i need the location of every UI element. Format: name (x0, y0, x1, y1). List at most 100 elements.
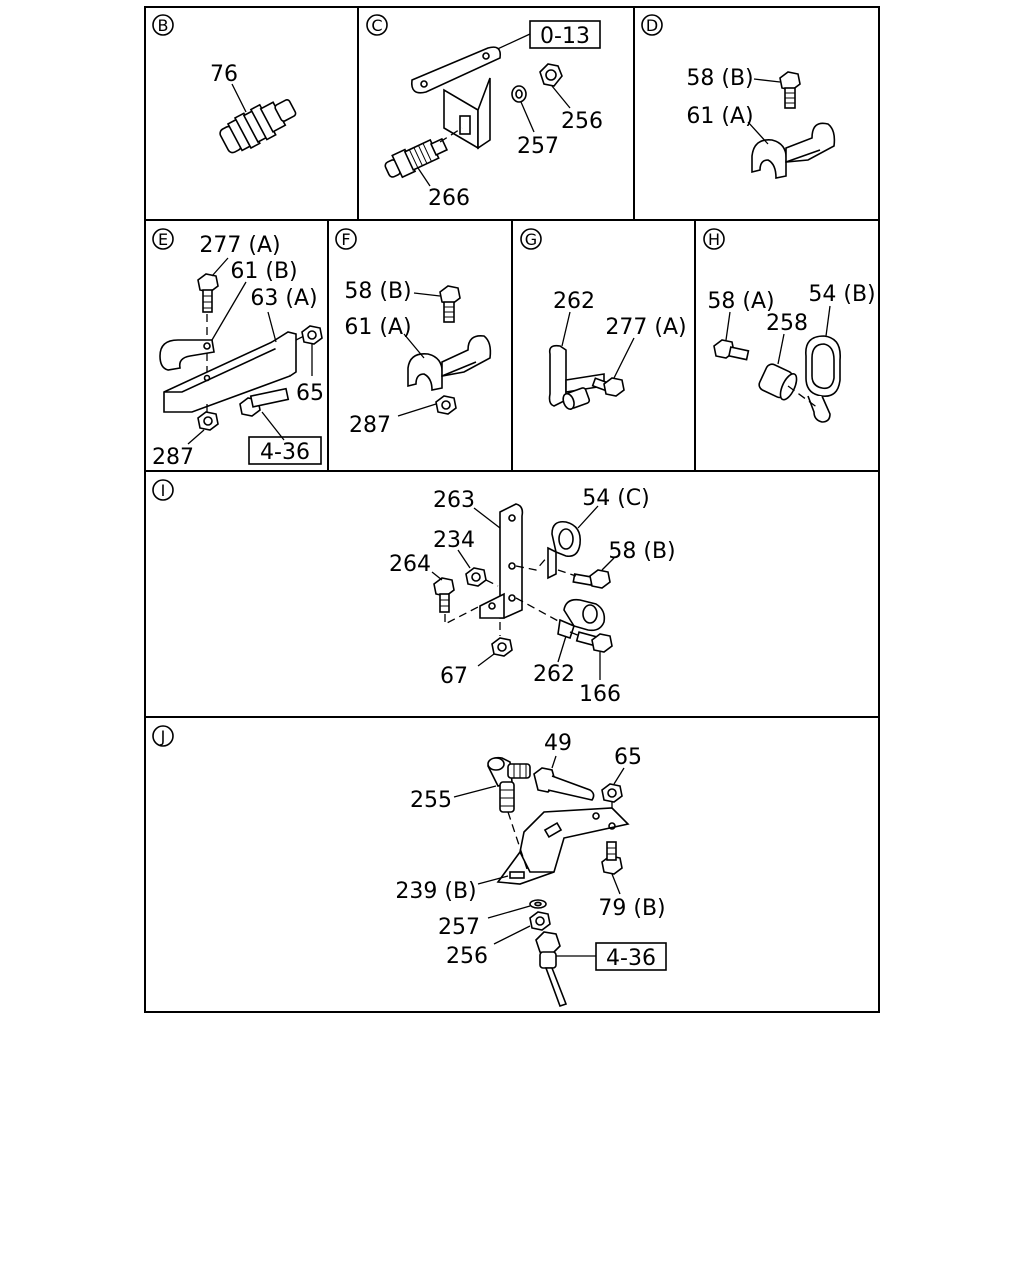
part-54b-clamp (805, 335, 841, 423)
label-257-j: 257 (438, 915, 480, 940)
panel-c: C 0-13 (366, 14, 603, 211)
label-287: 287 (152, 445, 194, 470)
part-255-tee-fitting (487, 756, 531, 813)
panel-d: D 58 (B) 61 (A) (641, 14, 836, 179)
diagram-frame (144, 6, 880, 1013)
label-262-i: 262 (533, 662, 575, 687)
leader-76 (231, 83, 247, 113)
label-58b: 58 (B) (686, 66, 753, 91)
label-58a: 58 (A) (707, 289, 774, 314)
svg-text:4-36: 4-36 (260, 440, 310, 465)
panel-b: B 76 (152, 14, 297, 154)
label-67: 67 (440, 664, 468, 689)
panel-h: H 58 (A) 258 54 (B) (703, 228, 876, 423)
panel-e-letter: E (152, 228, 174, 250)
part-256-nut (539, 63, 563, 87)
part-61a-clamp-f (407, 334, 492, 391)
svg-text:I: I (161, 481, 166, 500)
part-61b-clip (159, 339, 215, 371)
label-58b-f: 58 (B) (344, 279, 411, 304)
label-54c: 54 (C) (582, 486, 650, 511)
svg-text:C: C (371, 16, 382, 35)
svg-text:B: B (158, 16, 169, 35)
part-287-nut-f (435, 395, 457, 415)
label-277a-g: 277 (A) (605, 315, 686, 340)
panel-g: G 262 277 (A) (520, 228, 687, 410)
part-264-bolt (433, 577, 455, 613)
part-166-bolt (575, 631, 613, 653)
svg-text:F: F (341, 230, 350, 249)
label-239b: 239 (B) (395, 879, 476, 904)
part-277a-bolt-g (591, 377, 625, 397)
panel-j-letter: J (152, 725, 174, 747)
svg-text:D: D (646, 16, 658, 35)
part-79b-bolt (601, 841, 623, 875)
panel-h-letter: H (703, 228, 725, 250)
part-266-fitting (384, 137, 449, 179)
label-255: 255 (410, 788, 452, 813)
part-287-nut (197, 411, 219, 431)
ref-box-4-36-j: 4-36 (595, 942, 667, 971)
part-257-washer (511, 85, 527, 103)
label-258: 258 (766, 311, 808, 336)
label-256-j: 256 (446, 944, 488, 969)
svg-text:4-36: 4-36 (606, 946, 656, 971)
label-61a-f: 61 (A) (344, 315, 411, 340)
part-49-union (533, 767, 595, 801)
part-54c-clamp (547, 520, 582, 580)
part-76-fitting (219, 99, 297, 154)
panel-i: I 263 234 264 (152, 479, 676, 707)
label-277a: 277 (A) (199, 233, 280, 258)
label-61a: 61 (A) (686, 104, 753, 129)
panel-c-letter: C (366, 14, 388, 36)
label-58b-i: 58 (B) (608, 539, 675, 564)
part-58b-bolt-i (572, 569, 611, 589)
label-65: 65 (296, 381, 324, 406)
label-61b: 61 (B) (230, 259, 297, 284)
part-bolt-e (239, 387, 290, 417)
label-166: 166 (579, 682, 621, 707)
ref-box-0-13: 0-13 (529, 20, 601, 49)
svg-text:E: E (158, 230, 168, 249)
part-58a-bolt-h (713, 339, 750, 361)
label-264: 264 (389, 552, 431, 577)
label-234: 234 (433, 528, 475, 553)
svg-text:H: H (708, 230, 720, 249)
part-262-clamp-i (557, 598, 606, 640)
part-61a-clamp (751, 122, 836, 179)
label-257: 257 (517, 134, 559, 159)
svg-text:0-13: 0-13 (540, 24, 590, 49)
svg-text:G: G (525, 230, 537, 249)
label-266: 266 (428, 186, 470, 211)
label-263: 263 (433, 488, 475, 513)
label-256: 256 (561, 109, 603, 134)
part-277a-bolt (197, 273, 219, 313)
label-65-j: 65 (614, 745, 642, 770)
part-256-nut-j (529, 911, 551, 931)
part-bracket-c (410, 46, 502, 150)
label-79b: 79 (B) (598, 896, 665, 921)
label-63a: 63 (A) (250, 286, 317, 311)
ref-box-4-36: 4-36 (248, 436, 322, 465)
part-58b-bolt (779, 71, 801, 109)
label-49: 49 (544, 731, 572, 756)
label-262-g: 262 (553, 289, 595, 314)
panel-b-letter: B (152, 14, 174, 36)
part-257-washer-j (529, 899, 547, 909)
panel-e: E 277 (A) 61 (B) 63 (A) (152, 228, 324, 470)
panel-f-letter: F (335, 228, 357, 250)
label-287-f: 287 (349, 413, 391, 438)
svg-text:J: J (160, 727, 166, 746)
part-58b-bolt-f (439, 285, 461, 323)
label-54b: 54 (B) (808, 282, 875, 307)
label-76: 76 (210, 62, 238, 87)
part-63a-bracket (163, 331, 297, 413)
panel-g-letter: G (520, 228, 542, 250)
part-263-bracket (479, 503, 524, 619)
panel-f: F 58 (B) 61 (A) 287 (335, 228, 492, 438)
panel-i-letter: I (152, 479, 174, 501)
part-65-nut-j (601, 783, 623, 803)
part-65-nut (301, 325, 323, 345)
panel-j: J 255 49 65 (152, 725, 667, 1008)
